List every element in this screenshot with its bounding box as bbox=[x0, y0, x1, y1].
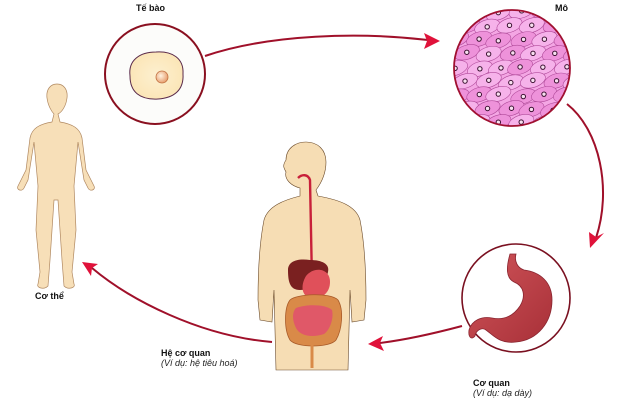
tissue-cell-nucleus bbox=[506, 22, 513, 29]
arrow-cell-to-tissue bbox=[204, 33, 440, 57]
tissue-illustration bbox=[453, 9, 581, 127]
label-organ-system-title: Hệ cơ quan bbox=[161, 348, 211, 358]
tissue-cell-nucleus bbox=[518, 119, 524, 125]
label-organ-example: (Ví dụ: dạ dày) bbox=[473, 388, 533, 398]
cell-illustration bbox=[104, 23, 206, 125]
tissue-cell-nucleus bbox=[454, 10, 459, 15]
tissue-cell-nucleus bbox=[540, 64, 546, 70]
tissue-cell-nucleus bbox=[553, 78, 560, 84]
tissue-cell-nucleus bbox=[528, 106, 535, 113]
tissue-cell-nucleus bbox=[564, 120, 570, 126]
tissue-cell-nucleus bbox=[476, 91, 483, 98]
tissue-cell-nucleus bbox=[530, 50, 536, 57]
tissue-cell-nucleus bbox=[529, 22, 535, 28]
tissue-cell-nucleus bbox=[508, 79, 514, 86]
label-tissue-title: Mô bbox=[555, 3, 568, 13]
tissue-cell-nucleus bbox=[541, 91, 547, 97]
tissue-cell-nucleus bbox=[541, 120, 547, 126]
arrow-system-to-body bbox=[82, 262, 273, 343]
tissue-cell-nucleus bbox=[495, 91, 502, 97]
label-cell-title: Tế bào bbox=[136, 3, 166, 13]
tissue-cell-nucleus bbox=[476, 36, 482, 42]
tissue-cell bbox=[565, 100, 570, 118]
tissue-cell-nucleus bbox=[577, 23, 581, 27]
label-organ: Cơ quan (Ví dụ: dạ dày) bbox=[473, 378, 532, 398]
label-organ-system-example: (Ví dụ: hệ tiêu hoá) bbox=[161, 358, 238, 368]
tissue-cell-nucleus bbox=[495, 38, 502, 44]
tissue-cell-nucleus bbox=[464, 22, 470, 29]
label-body: Cơ thể bbox=[35, 291, 64, 301]
tissue-cell-nucleus bbox=[520, 93, 527, 100]
tissue-cell-nucleus bbox=[486, 77, 492, 83]
tissue-cell-nucleus bbox=[463, 106, 469, 112]
tissue-cell-nucleus bbox=[454, 65, 458, 71]
tissue-cell-nucleus bbox=[484, 105, 491, 112]
tissue-cell-nucleus bbox=[474, 10, 480, 15]
tissue-cell-nucleus bbox=[474, 119, 481, 125]
tissue-cell-nucleus bbox=[485, 51, 492, 57]
tissue-cell-nucleus bbox=[454, 93, 460, 100]
arrow-tissue-to-organ bbox=[566, 103, 605, 248]
label-body-title: Cơ thể bbox=[35, 291, 64, 301]
tissue-cell-nucleus bbox=[541, 10, 548, 13]
tissue-cell-nucleus bbox=[498, 65, 504, 71]
tissue-cell-nucleus bbox=[454, 36, 459, 42]
tissue-cell bbox=[554, 115, 570, 126]
tissue-cell bbox=[454, 115, 470, 126]
tissue-cell-nucleus bbox=[552, 50, 558, 57]
tissue-cell-nucleus bbox=[462, 78, 468, 84]
tissue-cell-nucleus bbox=[573, 80, 577, 84]
human-body-illustration bbox=[17, 83, 95, 289]
tissue-cell-nucleus bbox=[574, 52, 578, 56]
tissue-cell-nucleus bbox=[541, 36, 548, 42]
tissue-cell-nucleus bbox=[464, 49, 470, 55]
organ-stomach-illustration bbox=[461, 243, 571, 353]
arrow-organ-to-system bbox=[368, 325, 463, 351]
tissue-cell-nucleus bbox=[564, 64, 570, 70]
organ-system-illustration bbox=[257, 141, 367, 371]
tissue-cell-nucleus bbox=[576, 107, 580, 111]
tissue-cell bbox=[566, 17, 570, 34]
tissue-cell-nucleus bbox=[508, 105, 515, 111]
tissue-cell-nucleus bbox=[510, 50, 516, 56]
label-organ-title: Cơ quan bbox=[473, 378, 510, 388]
label-organ-system: Hệ cơ quan (Ví dụ: hệ tiêu hoá) bbox=[161, 348, 238, 368]
tissue-cell bbox=[454, 10, 469, 20]
tissue-cell-nucleus bbox=[477, 66, 483, 72]
tissue-cell-nucleus bbox=[530, 77, 536, 84]
tissue-cell-nucleus bbox=[520, 36, 527, 43]
tissue-cell-nucleus bbox=[484, 24, 490, 30]
tissue-cell-nucleus bbox=[454, 121, 460, 126]
label-cell: Tế bào bbox=[136, 3, 165, 13]
tissue-cell-nucleus bbox=[517, 64, 523, 70]
tissue-cell-nucleus bbox=[552, 22, 559, 28]
tissue-cell-nucleus bbox=[563, 35, 570, 42]
label-tissue: Mô bbox=[555, 3, 568, 13]
